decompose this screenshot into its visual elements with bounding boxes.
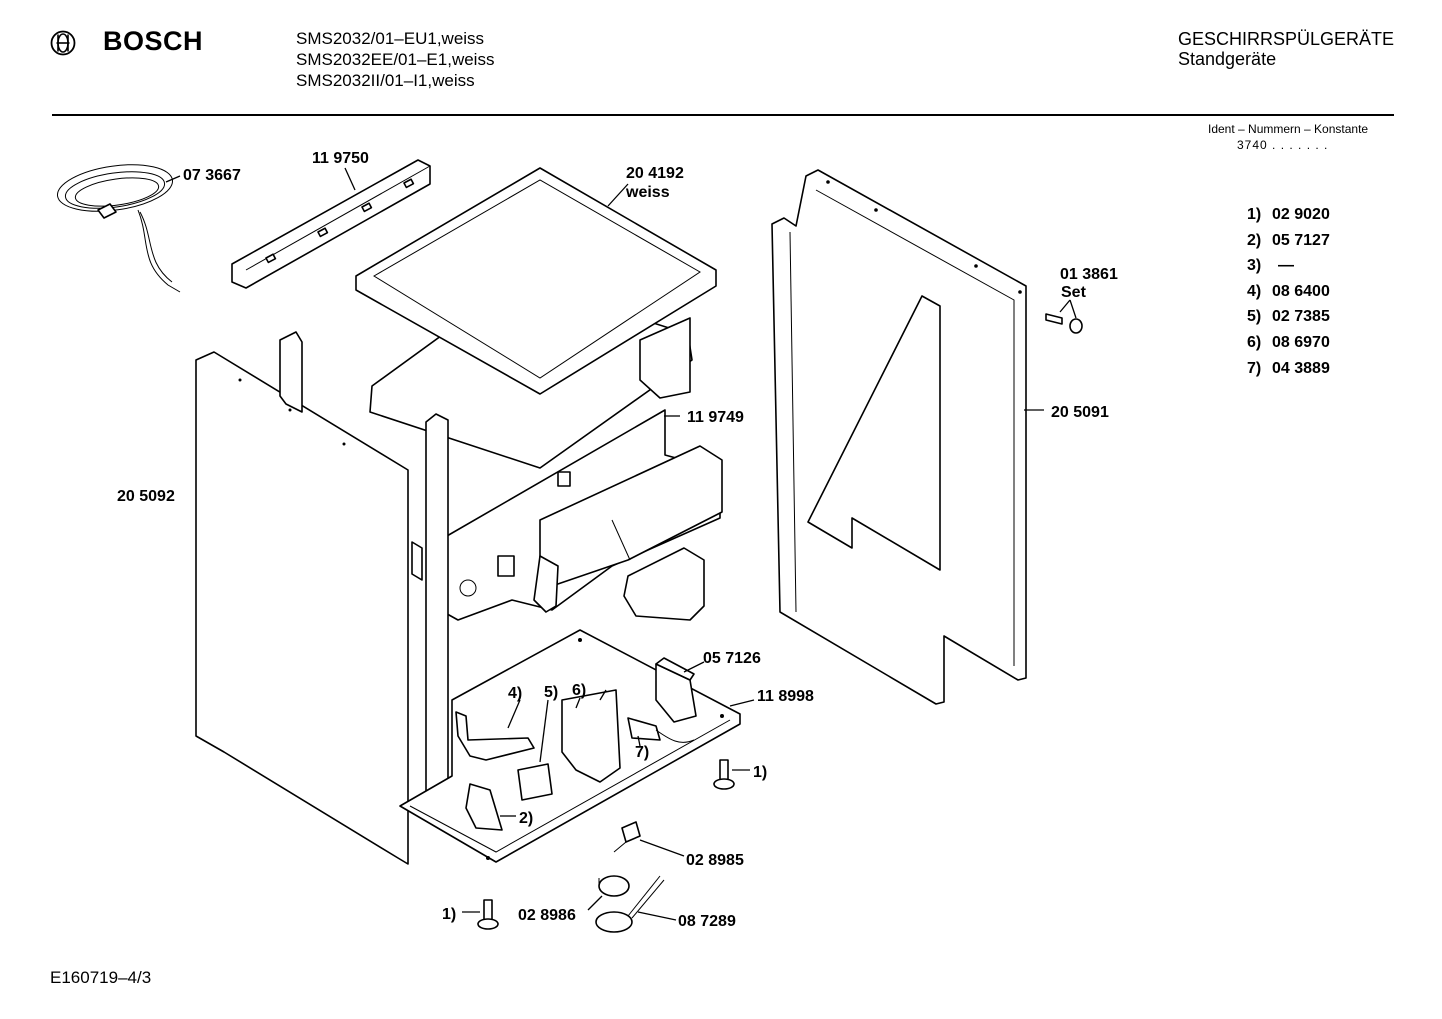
- constant-value: 08 6970: [1272, 333, 1330, 351]
- header-divider: [52, 114, 1394, 116]
- ident-title: Ident – Nummern – Konstante: [1208, 122, 1369, 136]
- brand-name: BOSCH: [103, 26, 204, 56]
- constant-key: 7): [1247, 359, 1262, 377]
- constant-key: 2): [1247, 231, 1262, 249]
- power-cord-part: [56, 164, 181, 293]
- constant-value: —: [1278, 257, 1294, 275]
- model-list: SMS2032/01–EU1,weiss SMS2032EE/01–E1,wei…: [296, 28, 494, 91]
- constant-row: 4) 08 6400: [1247, 279, 1330, 305]
- category-subline: Standgeräte: [1178, 49, 1277, 69]
- bracket-part: [655, 657, 697, 723]
- left-side-panel-part: [195, 331, 449, 865]
- constant-key: 4): [1247, 282, 1262, 300]
- document-code: E160719–4/3: [50, 968, 152, 987]
- part-label-119750: 11 9750: [312, 150, 369, 167]
- screw-set-part: [1045, 313, 1083, 334]
- part-label-057126: 05 7126: [703, 650, 761, 667]
- right-side-panel-part: [771, 169, 1027, 705]
- part-label-204192-note: weiss: [625, 184, 670, 201]
- part-label-204192: 20 4192: [626, 165, 684, 182]
- internal-components: [455, 689, 695, 831]
- constant-key: 1): [1247, 206, 1262, 223]
- constant-value: 08 6400: [1272, 282, 1330, 300]
- part-label-119749: 11 9749: [687, 409, 744, 426]
- part-label-028985: 02 8985: [686, 852, 744, 869]
- part-label-013861: 01 3861: [1060, 266, 1118, 283]
- part-label-205092: 20 5092: [117, 488, 175, 505]
- constants-list: 1) 02 9020 2) 05 7127 3) — 4) 08 6400 5) 02 7…: [1247, 202, 1330, 381]
- adjustable-foot-left-part: [477, 899, 499, 930]
- constant-row: 6) 08 6970: [1247, 330, 1330, 356]
- constant-key: 5): [1247, 308, 1262, 326]
- part-label-073667: 07 3667: [183, 167, 241, 184]
- part-ref-1-left: 1): [442, 906, 456, 923]
- model-line: SMS2032II/01–I1,weiss: [296, 71, 475, 90]
- constant-value: 04 3889: [1272, 359, 1330, 377]
- switch-part: [613, 821, 641, 853]
- part-label-028986: 02 8986: [518, 907, 576, 924]
- knob-part: [598, 875, 630, 897]
- part-ref-7: 7): [635, 744, 649, 761]
- constant-key: 3): [1247, 257, 1262, 275]
- constant-row: 3) —: [1247, 253, 1330, 279]
- part-ref-4: 4): [508, 685, 522, 702]
- constant-value: 05 7127: [1272, 231, 1330, 249]
- constant-row: 2) 05 7127: [1247, 228, 1330, 254]
- sensor-part: [595, 875, 665, 933]
- model-line: SMS2032/01–EU1,weiss: [296, 29, 485, 48]
- constant-value: 02 9020: [1272, 206, 1330, 223]
- constant-key: 6): [1247, 333, 1262, 351]
- ident-value: 3740 . . . . . . .: [1237, 138, 1329, 152]
- constant-row: 5) 02 7385: [1247, 304, 1330, 330]
- adjustable-foot-right-part: [713, 759, 735, 790]
- constant-row: 7) 04 3889: [1247, 356, 1330, 382]
- part-label-013861-note: Set: [1061, 284, 1087, 301]
- part-ref-2: 2): [519, 810, 533, 827]
- top-rail-part: [231, 159, 431, 289]
- part-label-087289: 08 7289: [678, 913, 736, 930]
- part-ref-5: 5): [544, 684, 558, 701]
- part-label-118998: 11 8998: [757, 688, 814, 705]
- constant-row: 1) 02 9020: [1247, 202, 1330, 228]
- category-title: GESCHIRRSPÜLGERÄTE Standgeräte: [1178, 29, 1394, 69]
- worktop-part: [355, 167, 717, 469]
- part-label-205091: 20 5091: [1051, 404, 1109, 421]
- part-ref-6: 6): [572, 682, 586, 699]
- constant-value: 02 7385: [1272, 308, 1330, 326]
- bosch-armature-logo-icon: [50, 30, 76, 56]
- category-line: GESCHIRRSPÜLGERÄTE: [1178, 29, 1395, 49]
- model-line: SMS2032EE/01–E1,weiss: [296, 50, 495, 69]
- front-panel-assembly-part: [439, 409, 723, 621]
- part-ref-1-right: 1): [753, 764, 767, 781]
